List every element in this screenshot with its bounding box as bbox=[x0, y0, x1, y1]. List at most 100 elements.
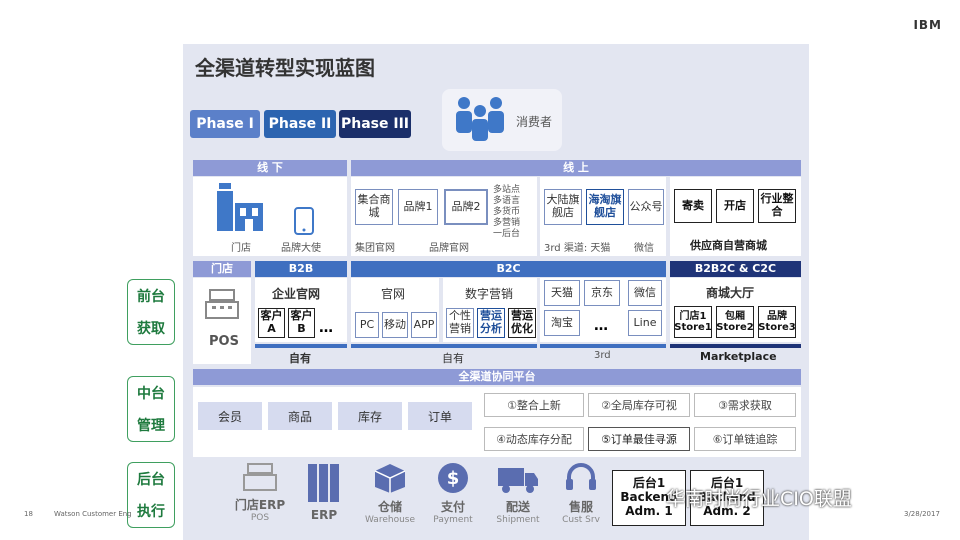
marketplace-label: Marketplace bbox=[700, 350, 777, 363]
binders-icon bbox=[308, 464, 339, 502]
online-group-box: 集合商城 品牌1 品牌2 多站点 多语言 多货币 多营销 一后台 集团官网 品牌… bbox=[351, 177, 537, 256]
jd-box: 京东 bbox=[584, 280, 620, 306]
store-building-icon bbox=[217, 183, 263, 231]
weixin-box: 微信 bbox=[628, 280, 662, 306]
b2b-header: B2B bbox=[255, 261, 347, 277]
b2c-third-box: 天猫 京东 微信 淘宝 … Line bbox=[540, 278, 666, 342]
b2b2c-header: B2B2C & C2C bbox=[670, 261, 801, 277]
page-number: 18 bbox=[24, 510, 33, 518]
store-label: 门店 bbox=[231, 243, 251, 254]
warehouse-label: 仓储 bbox=[377, 500, 402, 514]
brand-site-label: 品牌官网 bbox=[429, 243, 469, 254]
online-third-box: 大陆旗舰店 海淘旗舰店 公众号 3rd 渠道: 天猫 微信 bbox=[540, 177, 666, 256]
brand-2-box: 品牌2 bbox=[444, 189, 488, 225]
middle-tag-line2: 管理 bbox=[137, 418, 165, 434]
headset-icon bbox=[566, 463, 596, 490]
back-tag: 后台 执行 bbox=[127, 462, 175, 528]
ambassador-label: 品牌大使 bbox=[281, 243, 321, 254]
line-box: Line bbox=[628, 310, 662, 336]
weixin-label: 微信 bbox=[634, 243, 654, 254]
footer-company: Watson Customer Eng bbox=[54, 510, 132, 518]
b2c-official-box: 官网 PC 移动 APP bbox=[351, 278, 439, 342]
page-title: 全渠道转型实现蓝图 bbox=[195, 56, 375, 80]
inventory-pill: 库存 bbox=[338, 402, 402, 430]
ibm-logo: IBM bbox=[913, 18, 942, 32]
supplier-mall-box: 寄卖 开店 行业整合 供应商自营商城 bbox=[670, 177, 801, 256]
store-header: 门店 bbox=[193, 261, 251, 277]
pos-box: POS bbox=[193, 278, 251, 364]
middle-tag: 中台 管理 bbox=[127, 376, 175, 442]
dollar-icon: $ bbox=[438, 463, 468, 493]
front-tag: 前台 获取 bbox=[127, 279, 175, 345]
backend-adm-1-box: 后台1 Backend Adm. 1 bbox=[612, 470, 686, 526]
front-tag-line1: 前台 bbox=[137, 289, 165, 305]
store-1-box: 门店1 Store1 bbox=[674, 306, 712, 338]
consumer-box: 消费者 bbox=[442, 89, 562, 151]
warehouse-item: 仓储 Warehouse bbox=[360, 462, 420, 525]
truck-icon bbox=[498, 468, 538, 493]
order-pill: 订单 bbox=[408, 402, 472, 430]
bullet-item: 多货币 bbox=[493, 207, 521, 217]
front-tag-line2: 获取 bbox=[137, 321, 165, 337]
shipment-item: 配送 Shipment bbox=[488, 462, 548, 525]
payment-label: 支付 bbox=[440, 500, 465, 514]
store-erp-item: 门店ERP POS bbox=[228, 462, 292, 523]
store-erp-sub: POS bbox=[250, 513, 270, 523]
shipment-label: 配送 bbox=[505, 500, 530, 514]
group-bullets: 多站点 多语言 多货币 多营销 一后台 bbox=[493, 185, 520, 240]
mall-box: 商城大厅 门店1 Store1 包厢 Store2 品牌 Store3 bbox=[670, 278, 801, 342]
back-tag-line1: 后台 bbox=[137, 472, 165, 488]
feature-1-box: ①整合上新 bbox=[484, 393, 584, 417]
offline-box: 门店 品牌大使 bbox=[193, 177, 347, 256]
open-store-box: 开店 bbox=[716, 189, 754, 223]
third-party-label: 3rd bbox=[594, 350, 611, 361]
footer-date: 3/28/2017 bbox=[904, 510, 940, 518]
svg-text:$: $ bbox=[447, 468, 460, 489]
tmall-box: 天猫 bbox=[544, 280, 580, 306]
personal-marketing-box: 个性营销 bbox=[446, 308, 474, 338]
warehouse-sub: Warehouse bbox=[364, 515, 416, 525]
official-site-label: 官网 bbox=[381, 287, 406, 301]
taobao-box: 淘宝 bbox=[544, 310, 580, 336]
customer-service-item: 售服 Cust Srv bbox=[552, 462, 610, 525]
feature-2-box: ②全局库存可视 bbox=[588, 393, 690, 417]
b2b-underline bbox=[255, 344, 347, 348]
product-pill: 商品 bbox=[268, 402, 332, 430]
payment-item: $ 支付 Payment bbox=[424, 462, 482, 525]
phase-3-badge: Phase III bbox=[339, 110, 411, 138]
store-3-box: 品牌 Store3 bbox=[758, 306, 796, 338]
pos-label: POS bbox=[209, 334, 239, 349]
app-box: APP bbox=[411, 312, 437, 338]
group-site-label: 集团官网 bbox=[355, 243, 395, 254]
operation-optimize-box: 营运优化 bbox=[508, 308, 536, 338]
erp-label: ERP bbox=[310, 508, 338, 522]
offline-header: 线 下 bbox=[193, 160, 347, 176]
cash-register-icon bbox=[243, 463, 277, 491]
backend-adm-2-box: 后台1 Backend Adm. 2 bbox=[690, 470, 764, 526]
customer-service-label: 售服 bbox=[568, 500, 593, 514]
enterprise-site-label: 企业官网 bbox=[272, 287, 321, 301]
bullet-item: 一后台 bbox=[493, 229, 521, 239]
supplier-mall-label: 供应商自营商城 bbox=[690, 239, 767, 252]
b2c-underline bbox=[351, 344, 537, 348]
member-pill: 会员 bbox=[198, 402, 262, 430]
customer-a-box: 客户A bbox=[258, 308, 285, 338]
operation-analysis-box: 营运分析 bbox=[477, 308, 505, 338]
payment-sub: Payment bbox=[433, 515, 473, 525]
platform-header: 全渠道协同平台 bbox=[193, 369, 801, 385]
feature-5-box: ⑤订单最佳寻源 bbox=[588, 427, 690, 451]
third-underline bbox=[540, 344, 666, 348]
feature-3-box: ③需求获取 bbox=[694, 393, 796, 417]
feature-6-box: ⑥订单链追踪 bbox=[694, 427, 796, 451]
pc-box: PC bbox=[355, 312, 379, 338]
cube-icon bbox=[374, 464, 406, 493]
store-erp-label: 门店ERP bbox=[234, 498, 286, 512]
feature-4-box: ④动态库存分配 bbox=[484, 427, 584, 451]
store-2-box: 包厢 Store2 bbox=[716, 306, 754, 338]
official-account-box: 公众号 bbox=[628, 189, 664, 225]
bullet-item: 多营销 bbox=[493, 218, 521, 228]
industry-integration-box: 行业整合 bbox=[758, 189, 796, 223]
consumer-label: 消费者 bbox=[516, 115, 553, 129]
phone-icon bbox=[294, 207, 314, 235]
erp-item: ERP bbox=[298, 462, 350, 522]
